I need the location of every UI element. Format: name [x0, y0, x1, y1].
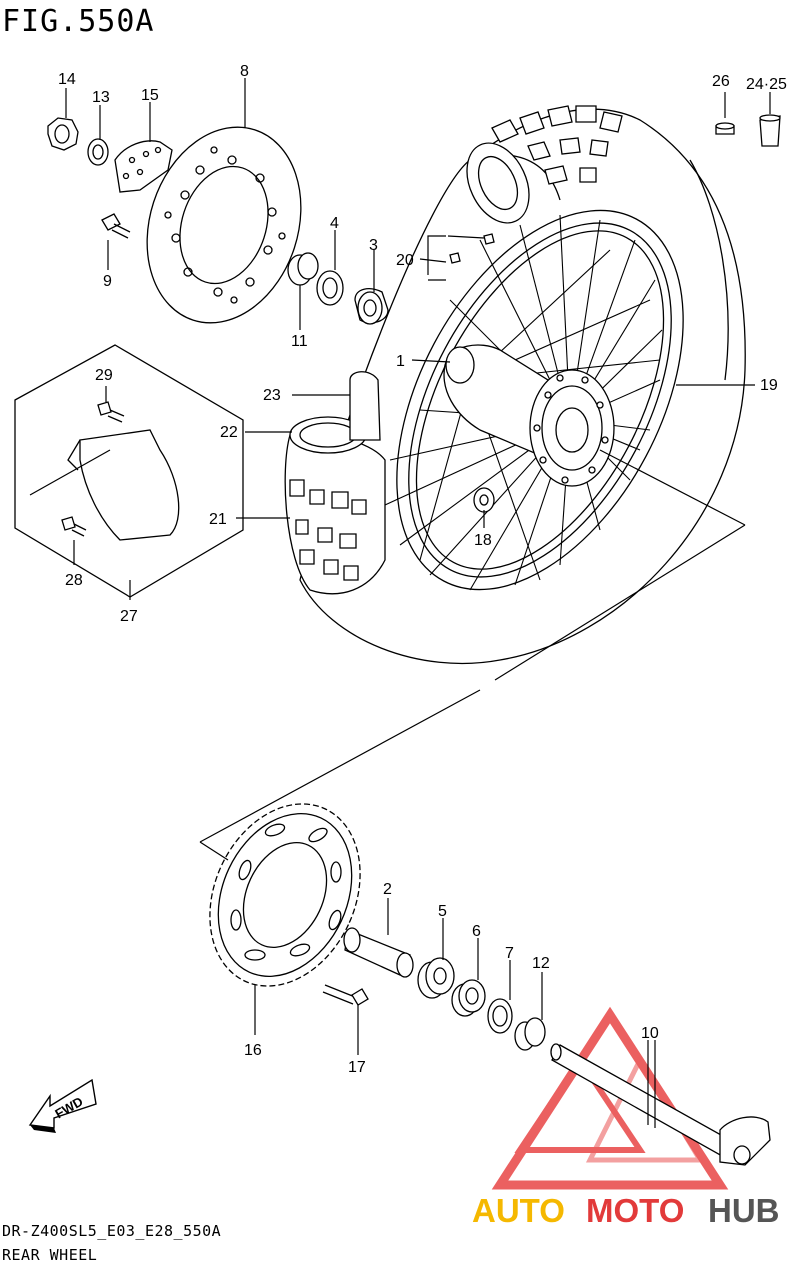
callout-5: 5: [438, 903, 447, 920]
bearing: [354, 288, 389, 325]
callout-9: 9: [103, 273, 112, 290]
callout-20: 20: [396, 252, 414, 269]
footer-section-name: REAR WHEEL: [2, 1246, 98, 1264]
callout-26: 26: [712, 73, 730, 90]
fwd-arrow-icon: FWD: [28, 1078, 97, 1133]
axle-spacer: [514, 1017, 546, 1051]
dust-seal: [316, 270, 344, 306]
sprocket-bolt: [322, 984, 369, 1006]
callout-13: 13: [92, 89, 110, 106]
callout-28: 28: [65, 572, 83, 589]
oil-seal: [487, 998, 513, 1034]
watermark-auto: AUTO: [472, 1192, 565, 1229]
disc-bolt: [101, 213, 131, 239]
callout-27: 27: [120, 608, 138, 625]
spacer: [287, 252, 319, 286]
disc-guard-group: [14, 344, 244, 598]
callout-23: 23: [263, 387, 281, 404]
callout-3: 3: [369, 237, 378, 254]
brake-disc: [146, 126, 302, 324]
callout-16: 16: [244, 1042, 262, 1059]
callout-10: 10: [641, 1025, 659, 1042]
callout-12: 12: [532, 955, 550, 972]
washer: [87, 138, 109, 166]
rear-axle: [550, 1043, 771, 1166]
watermark-moto: MOTO: [586, 1192, 684, 1229]
retainer: [451, 979, 486, 1017]
callout-29: 29: [95, 367, 113, 384]
tire: [299, 105, 746, 664]
tube-and-rim-band: [284, 371, 386, 595]
leader-lines: [29, 78, 771, 1128]
callout-22: 22: [220, 424, 238, 441]
footer-model-code: DR-Z400SL5_E03_E28_550A: [2, 1222, 222, 1240]
callout-18: 18: [474, 532, 492, 549]
callout-21: 21: [209, 511, 227, 528]
watermark-logo: AUTO MOTO HUB: [472, 1192, 780, 1229]
callout-11: 11: [291, 333, 308, 350]
chain-adjuster: [114, 140, 173, 193]
callout-1: 1: [396, 353, 405, 370]
callout-14: 14: [58, 71, 76, 88]
callout-4: 4: [330, 215, 339, 232]
rear-sprocket: [209, 803, 361, 987]
callout-7: 7: [505, 945, 514, 962]
valve-cap: [715, 122, 735, 135]
spacer-collar: [343, 927, 414, 978]
rim-lock: [759, 114, 781, 147]
callout-19: 19: [760, 377, 778, 394]
callout-labels: 14 13 15 8 9 4 3 11 20 1 19 23 22 21 18 …: [58, 63, 787, 1076]
watermark-hub: HUB: [708, 1192, 780, 1229]
rim-screws: [449, 233, 495, 264]
callout-15: 15: [141, 87, 159, 104]
callout-6: 6: [472, 923, 481, 940]
valve-nut: [473, 487, 495, 513]
nut: [47, 117, 79, 151]
figure-title: FIG.550A: [2, 4, 155, 39]
callout-24-25: 24·25: [746, 76, 787, 93]
callout-17: 17: [348, 1059, 366, 1076]
sprocket-bearing: [417, 957, 455, 999]
callout-2: 2: [383, 881, 392, 898]
callout-8: 8: [240, 63, 249, 80]
wheel-hub: [443, 344, 615, 487]
